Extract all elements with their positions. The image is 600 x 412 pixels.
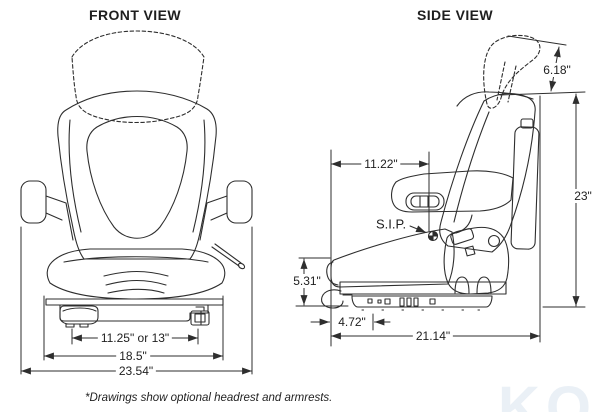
side-view-title: SIDE VIEW xyxy=(417,7,493,23)
side-headrest-outline xyxy=(483,34,541,109)
dim-label-seat-height: 5.31" xyxy=(290,274,324,288)
dim-label-overall-depth: 21.14" xyxy=(412,329,454,343)
sip-label: S.I.P. xyxy=(373,216,409,232)
side-suspension-plate xyxy=(443,226,510,295)
front-base-knob xyxy=(59,305,99,325)
side-base-rail xyxy=(339,281,507,295)
front-base-rail xyxy=(45,298,224,306)
front-view-drawing xyxy=(20,30,253,375)
side-armrest-bracket xyxy=(510,126,540,250)
front-headrest-outline xyxy=(71,30,205,123)
dim-label-base-width: 18.5" xyxy=(116,349,150,363)
sip-marker xyxy=(427,230,439,242)
front-backrest-outline xyxy=(57,90,217,260)
dim-label-rail-offset: 4.72" xyxy=(335,315,369,329)
dim-label-mount-width: 11.25" or 13" xyxy=(97,331,173,345)
front-lever xyxy=(211,243,242,267)
side-cushion-outline xyxy=(330,228,455,288)
front-cushion-outline xyxy=(46,248,226,300)
side-view-drawing xyxy=(295,34,586,347)
dim-label-overall-width: 23.54" xyxy=(115,364,157,378)
front-view-title: FRONT VIEW xyxy=(89,7,181,23)
dim-label-overall-height: 23" xyxy=(571,189,595,203)
side-front-lever xyxy=(321,289,353,309)
dim-label-headrest-height: 6.18" xyxy=(540,63,574,77)
front-backrest-insert xyxy=(86,115,188,239)
dim-label-armrest-reach: 11.22" xyxy=(361,157,401,171)
front-armrest-right xyxy=(226,180,253,224)
front-armrest-left xyxy=(20,180,47,224)
drawing-caption: *Drawings show optional headrest and arm… xyxy=(85,392,333,404)
sip-leader-line xyxy=(409,225,427,233)
side-armrest-outline xyxy=(391,170,514,213)
